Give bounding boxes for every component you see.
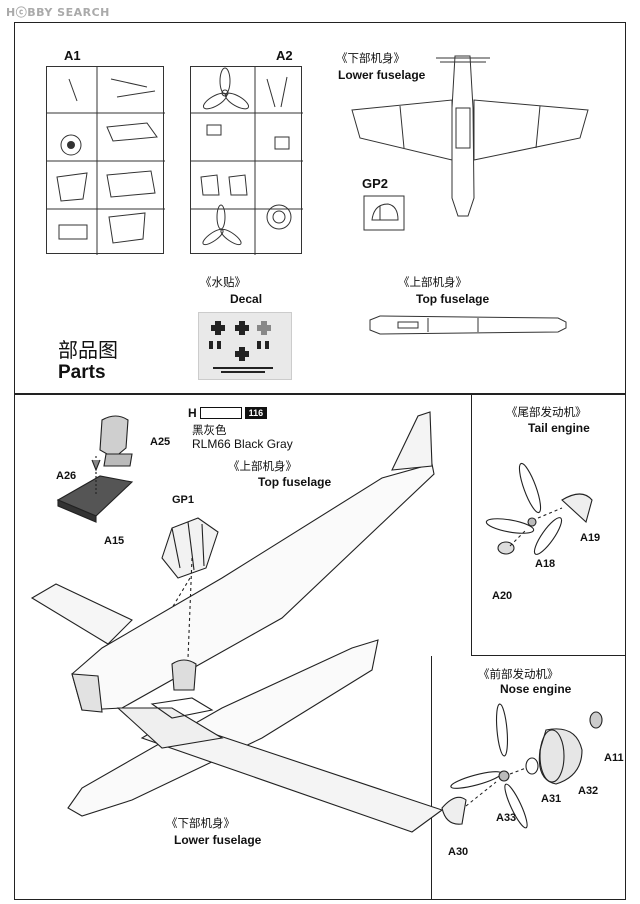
- parts-top-fuselage-en: Top fuselage: [416, 292, 490, 306]
- paint-callout: H 116: [188, 406, 268, 420]
- parts-lower-fuselage-en: Lower fuselage: [338, 68, 426, 82]
- part-gp1: GP1: [172, 494, 195, 506]
- decal-cn: 《水贴》: [200, 275, 246, 289]
- paint-name-cn: 黑灰色: [192, 423, 227, 437]
- parts-lower-fuselage-drawing: [351, 55, 589, 217]
- paint-number: 116: [244, 407, 268, 419]
- tail-engine-box: [471, 394, 626, 656]
- part-a19: A19: [580, 532, 601, 544]
- sprue-a2-label: A2: [276, 48, 293, 63]
- parts-frame: [14, 22, 626, 394]
- parts-title-en: Parts: [58, 362, 106, 383]
- parts-lower-fuselage-cn: 《下部机身》: [336, 51, 405, 65]
- part-a32: A32: [578, 785, 599, 797]
- asm-top-fuselage-en: Top fuselage: [258, 475, 332, 489]
- sprue-a1: [46, 66, 165, 255]
- part-a20: A20: [492, 590, 513, 602]
- asm-lower-fuselage-cn: 《下部机身》: [166, 816, 235, 830]
- part-a18: A18: [535, 558, 556, 570]
- watermark: HⓒBBY SEARCH: [6, 6, 110, 19]
- part-a25: A25: [150, 436, 171, 448]
- decal-markings: [209, 321, 273, 373]
- part-a11: A11: [604, 752, 624, 764]
- part-a26: A26: [56, 470, 77, 482]
- paint-swatch: [199, 407, 242, 419]
- paint-code: H: [188, 406, 197, 420]
- tail-engine-title-en: Tail engine: [528, 421, 590, 435]
- sprue-a2: [190, 66, 303, 255]
- part-a15: A15: [104, 535, 125, 547]
- parts-top-fuselage-drawing: [369, 315, 567, 335]
- decal-sheet: [198, 312, 292, 380]
- nose-engine-drawing: [441, 703, 603, 829]
- asm-top-fuselage-cn: 《上部机身》: [228, 459, 297, 473]
- sprue-a2-parts: [191, 67, 303, 255]
- asm-lower-fuselage-en: Lower fuselage: [174, 833, 262, 847]
- aircraft-assembly-drawing: [30, 411, 444, 833]
- parts-title-cn: 部品图: [58, 340, 118, 362]
- seat-assembly-drawing: [56, 415, 134, 523]
- paint-name-en: RLM66 Black Gray: [192, 437, 293, 451]
- nose-engine-box: [431, 656, 626, 900]
- decal-en: Decal: [230, 292, 263, 306]
- gp2-canopy-part: [363, 195, 405, 231]
- parts-top-fuselage-cn: 《上部机身》: [398, 275, 467, 289]
- sprue-a1-label: A1: [64, 48, 81, 63]
- part-a33: A33: [496, 812, 517, 824]
- assembly-frame: [14, 394, 626, 900]
- tail-engine-title-cn: 《尾部发动机》: [506, 405, 587, 419]
- part-a30: A30: [448, 846, 469, 858]
- nose-engine-title-en: Nose engine: [500, 682, 572, 696]
- nose-engine-title-cn: 《前部发动机》: [478, 667, 559, 681]
- tail-engine-drawing: [485, 462, 593, 555]
- sprue-a1-parts: [47, 67, 165, 255]
- part-a31: A31: [541, 793, 562, 805]
- gp2-label: GP2: [362, 176, 389, 191]
